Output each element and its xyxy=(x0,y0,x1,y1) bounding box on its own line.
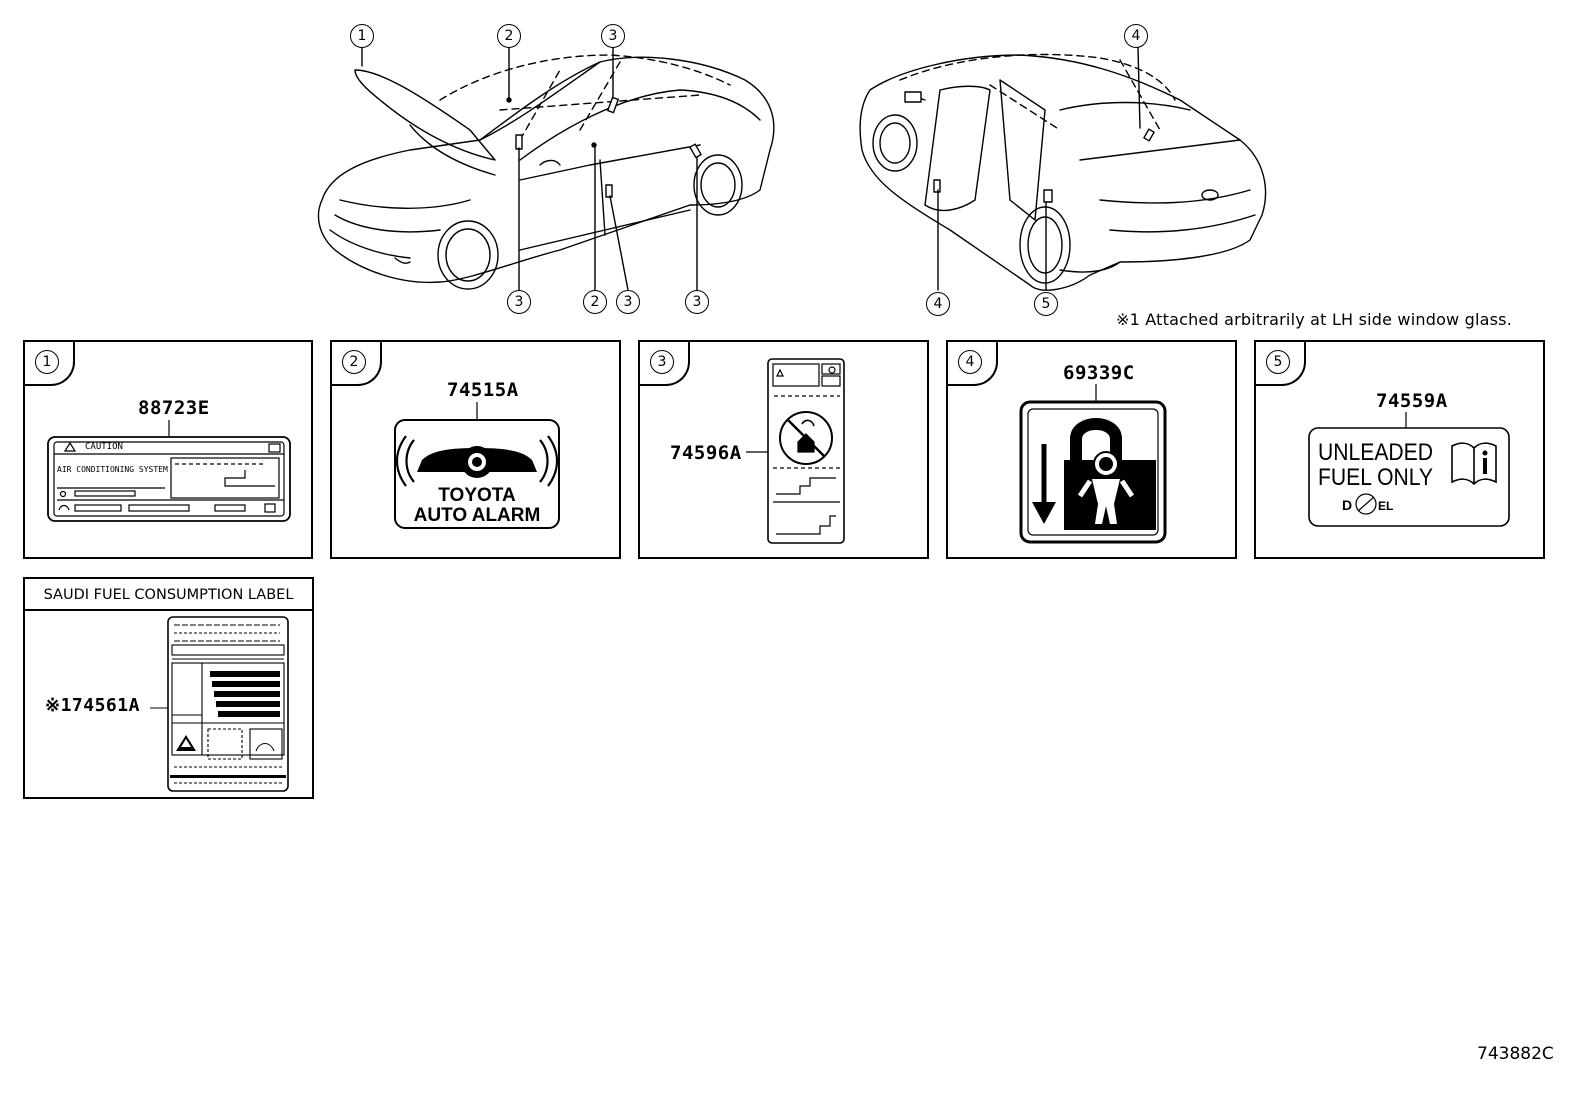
part-number: ※174561A xyxy=(45,695,140,716)
figure-code: 743882C xyxy=(1477,1044,1554,1064)
svg-text:D: D xyxy=(1342,497,1352,513)
panel-tab xyxy=(25,342,75,386)
panel-tab xyxy=(948,342,998,386)
ac-caution-label-graphic xyxy=(47,420,291,522)
panel-index: 2 xyxy=(342,350,366,374)
label-panel-4: 4 69339C xyxy=(946,340,1237,559)
attachment-note: ※1 Attached arbitrarily at LH side windo… xyxy=(1116,310,1512,329)
label-panel-5: 5 74559A D EL UNLEADED FUEL ONLY xyxy=(1254,340,1545,559)
panel-tab xyxy=(640,342,690,386)
callout-5-fuel-lid: 5 xyxy=(1034,292,1058,316)
saudi-fuel-label-panel: SAUDI FUEL CONSUMPTION LABEL ※174561A xyxy=(23,577,314,799)
fuel-line-1: UNLEADED xyxy=(1318,439,1434,466)
panel-tab xyxy=(332,342,382,386)
callout-3-rear-pillar: 3 xyxy=(685,290,709,314)
panel-index: 5 xyxy=(1266,350,1290,374)
fuel-line-2: FUEL ONLY xyxy=(1318,464,1434,491)
front-car-illustration xyxy=(317,47,775,291)
vehicle-label-location-diagram xyxy=(317,47,1267,291)
svg-text:EL: EL xyxy=(1378,499,1393,513)
auto-alarm-label-graphic xyxy=(394,402,560,529)
callout-3-front-pillar: 3 xyxy=(507,290,531,314)
airbag-warning-label-graphic xyxy=(746,358,845,544)
part-number: 69339C xyxy=(1063,362,1135,384)
part-number: 88723E xyxy=(138,397,210,419)
label-panel-1: 1 88723E CAUTION AIR CONDITIONING SYSTEM xyxy=(23,340,313,559)
callout-2-door: 2 xyxy=(583,290,607,314)
saudi-panel-title: SAUDI FUEL CONSUMPTION LABEL xyxy=(25,579,312,611)
rear-car-illustration xyxy=(859,47,1267,291)
alarm-line-2: AUTO ALARM xyxy=(413,505,541,526)
unleaded-fuel-label-graphic: D EL xyxy=(1308,412,1510,527)
callout-3-pillar: 3 xyxy=(601,24,625,48)
callout-2-roof: 2 xyxy=(497,24,521,48)
child-lock-label-graphic xyxy=(1019,384,1167,544)
alarm-line-1: TOYOTA xyxy=(438,485,516,506)
caution-text: CAUTION xyxy=(85,442,123,452)
panel-index: 3 xyxy=(650,350,674,374)
callout-4-trunk: 4 xyxy=(1124,24,1148,48)
label-panel-2: 2 74515A TOYOTA AUTO ALARM xyxy=(330,340,621,559)
part-number: 74596A xyxy=(670,442,742,464)
callout-1-hood: 1 xyxy=(350,24,374,48)
saudi-fuel-label-graphic xyxy=(150,616,289,792)
label-panel-3: 3 74596A xyxy=(638,340,929,559)
part-number: 74559A xyxy=(1376,390,1448,412)
panel-index: 4 xyxy=(958,350,982,374)
callout-3-center-pillar: 3 xyxy=(616,290,640,314)
panel-index: 1 xyxy=(35,350,59,374)
part-number: 74515A xyxy=(447,379,519,401)
ac-system-text: AIR CONDITIONING SYSTEM xyxy=(57,465,168,474)
callout-4-rear-door: 4 xyxy=(926,292,950,316)
panel-tab xyxy=(1256,342,1306,386)
